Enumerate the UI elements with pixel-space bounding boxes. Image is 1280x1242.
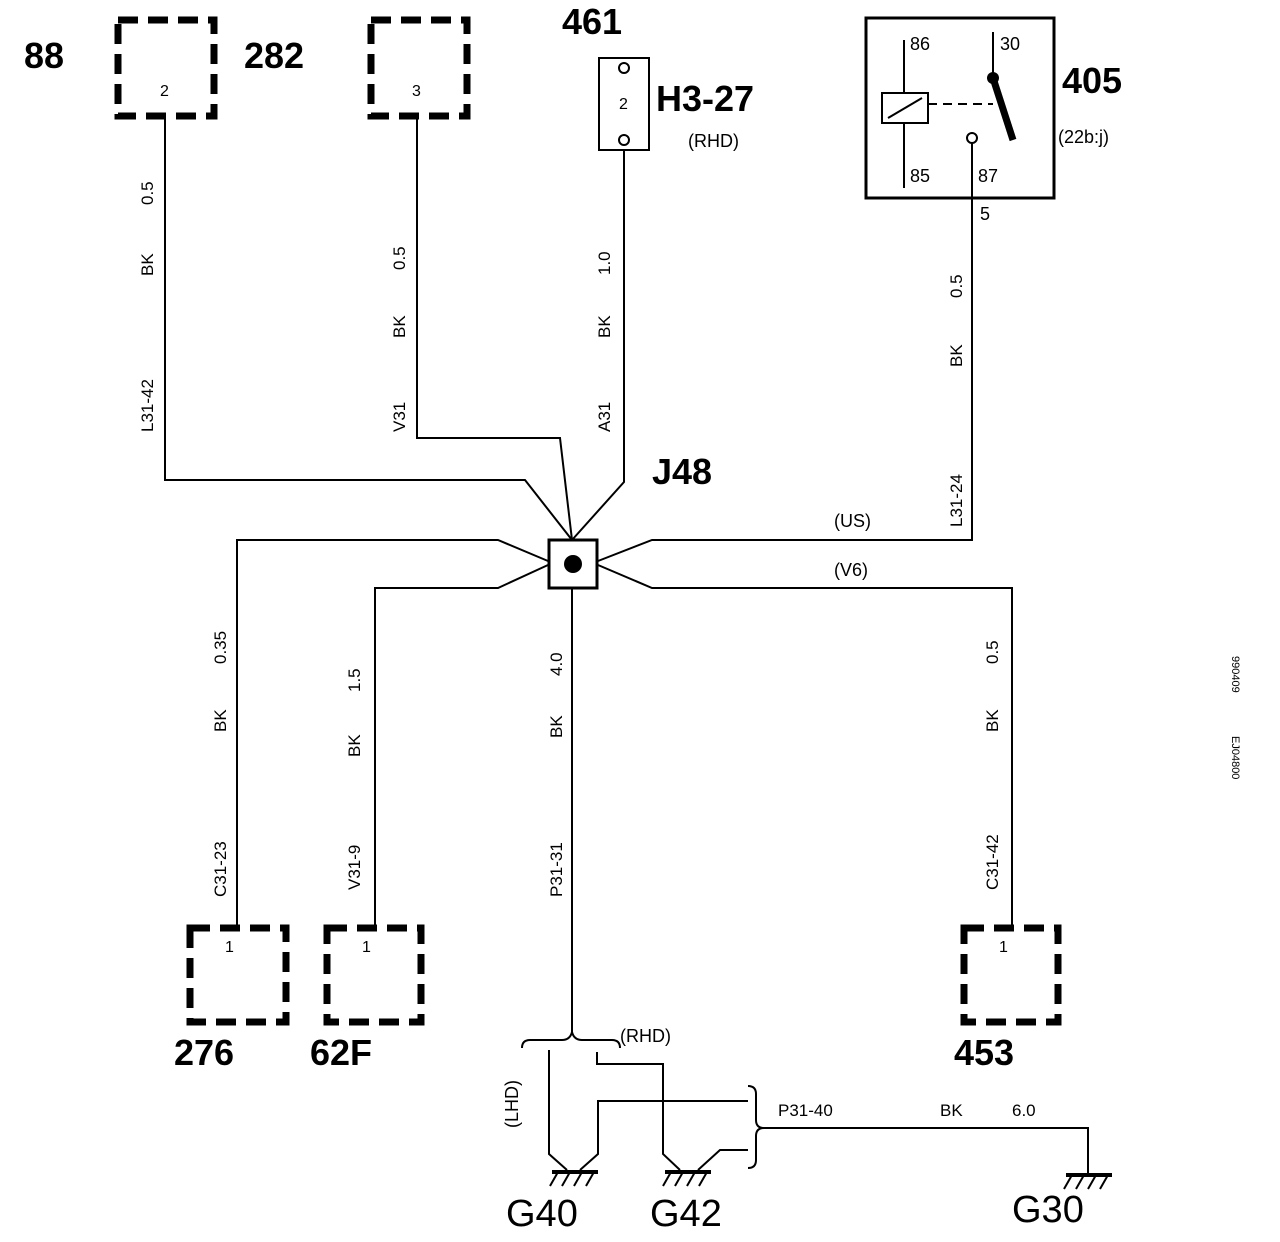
wire-p31-40-size: 6.0: [1012, 1101, 1036, 1120]
connector-62f-pin: 1: [362, 939, 371, 956]
wire-l31-42: [164, 118, 573, 541]
wire-a31-color: BK: [595, 315, 614, 338]
connector-62f-box: [323, 924, 425, 1026]
wire-l31-42-color: BK: [138, 253, 157, 276]
relay-pin-87-label: 87: [978, 166, 998, 186]
side-code-1: 990409: [1229, 656, 1241, 693]
wire-v31-9: [374, 564, 549, 928]
side-code-2: EJ04800: [1229, 736, 1241, 779]
relay-pin-85-label: 85: [910, 166, 930, 186]
wire-c31-42-color: BK: [983, 709, 1002, 732]
connector-282-label: 282: [244, 35, 304, 76]
connector-461-label: 461: [562, 1, 622, 42]
wire-p31-31-size: 4.0: [547, 652, 566, 676]
wire-v6: [597, 564, 1013, 928]
relay-out-pin-label: 5: [980, 204, 990, 224]
wire-a31-size: 1.0: [595, 251, 614, 275]
variant-lhd-label: (LHD): [502, 1080, 522, 1128]
wire-g40-from-splice: [579, 1100, 748, 1171]
wire-p31-40: [764, 1127, 1089, 1175]
wire-to-g40-lhd: [548, 1050, 568, 1171]
connector-h3-27-terminal-top: [618, 62, 630, 74]
variant-us-label: (US): [834, 511, 871, 531]
wire-p31-31-color: BK: [547, 715, 566, 738]
variant-brace-right: [747, 1085, 765, 1169]
connector-h3-27-label: H3-27: [656, 78, 754, 119]
wire-v31: [416, 118, 573, 541]
relay-coil-slash: [887, 97, 923, 119]
relay-pin-86-label: 86: [910, 34, 930, 54]
connector-h3-27-note: (RHD): [688, 131, 739, 151]
wire-v31-size: 0.5: [390, 246, 409, 270]
wire-v31-9-circuit: V31-9: [345, 845, 364, 890]
connector-276-label: 276: [174, 1032, 234, 1073]
connector-3-box: [367, 16, 471, 120]
relay-405-box: [864, 16, 1056, 200]
wire-c31-42-circuit: C31-42: [983, 834, 1002, 890]
relay-405-label: 405: [1062, 60, 1122, 101]
wire-p31-40-color: BK: [940, 1101, 963, 1120]
wire-l31-24-circuit: L31-24: [947, 474, 966, 527]
connector-282-box: [114, 16, 218, 120]
wire-l31-24: [597, 142, 973, 562]
wire-v31-9-color: BK: [345, 734, 364, 757]
wire-v31-color: BK: [390, 315, 409, 338]
ground-g40-label: G40: [506, 1193, 578, 1235]
wire-a31-circuit: A31: [595, 402, 614, 432]
variant-brace-top: [521, 1031, 621, 1049]
splice-j48-node: [564, 555, 582, 573]
wire-c31-23-size: 0.35: [211, 631, 230, 664]
wire-v31-circuit: V31: [390, 402, 409, 432]
wire-c31-23: [236, 539, 549, 928]
connector-88-label: 88: [24, 35, 64, 76]
wire-a31: [571, 148, 625, 541]
connector-282-pin: 2: [160, 83, 169, 100]
connector-276-pin: 1: [225, 939, 234, 956]
splice-j48-label: J48: [652, 451, 712, 492]
wire-l31-42-circuit: L31-42: [138, 379, 157, 432]
wire-g42-from-splice: [697, 1149, 748, 1171]
ground-g42-label: G42: [650, 1193, 722, 1235]
relay-contact-87: [966, 132, 978, 144]
wire-c31-23-circuit: C31-23: [211, 841, 230, 897]
variant-rhd-label: (RHD): [620, 1026, 671, 1046]
wire-p31-31-circuit: P31-31: [547, 842, 566, 897]
relay-pin-30-label: 30: [1000, 34, 1020, 54]
connector-453-box: [960, 924, 1062, 1026]
wire-l31-24-size: 0.5: [947, 274, 966, 298]
relay-switch-arm-icon: [989, 76, 1017, 142]
relay-405-note: (22b:j): [1058, 127, 1109, 147]
wire-l31-42-size: 0.5: [138, 181, 157, 205]
ground-g30-symbol: [1063, 1173, 1112, 1190]
ground-g30-label: G30: [1012, 1189, 1084, 1231]
wire-to-g42-rhd: [596, 1052, 681, 1171]
connector-453-pin: 1: [999, 939, 1008, 956]
wire-c31-42-size: 0.5: [983, 640, 1002, 664]
wire-p31-40-circuit: P31-40: [778, 1101, 833, 1120]
variant-v6-label: (V6): [834, 560, 868, 580]
wire-c31-23-color: BK: [211, 709, 230, 732]
connector-h3-27-pin: 2: [619, 96, 628, 113]
ground-g42-symbol: [662, 1170, 711, 1187]
wire-v31-9-size: 1.5: [345, 668, 364, 692]
connector-3-pin: 3: [412, 83, 421, 100]
wire-l31-24-color: BK: [947, 344, 966, 367]
connector-276-box: [186, 924, 290, 1026]
connector-453-label: 453: [954, 1032, 1014, 1073]
connector-62f-label: 62F: [310, 1032, 372, 1073]
connector-h3-27-terminal-bottom: [618, 134, 630, 146]
ground-g40-symbol: [549, 1170, 598, 1187]
